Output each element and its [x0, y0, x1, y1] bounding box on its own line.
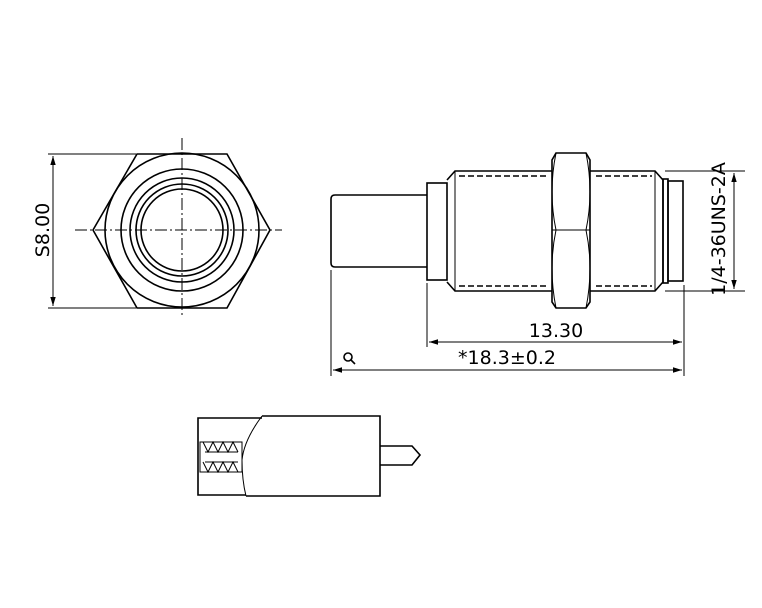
center-pin: [380, 445, 422, 466]
break-line: [241, 415, 263, 497]
housing-body: [246, 415, 381, 497]
section-view: [197, 415, 422, 497]
flange: [426, 182, 448, 281]
inspection-magnifier-icon: [343, 352, 356, 365]
overall-length-label: *18.3±0.2: [458, 347, 556, 369]
hex-outline: [92, 153, 271, 309]
side-view: 1/4-36UNS-2A 13.30 *18.3±0.2: [330, 152, 745, 376]
end-ring: [667, 180, 684, 282]
thread-spec-label: 1/4-36UNS-2A: [708, 162, 730, 296]
section-cut: [199, 441, 243, 473]
hatching: [202, 440, 239, 474]
body-length-label: 13.30: [529, 320, 583, 342]
end-view: S8.00: [32, 138, 282, 316]
across-flats-label: S8.00: [32, 203, 54, 257]
coupling-end: [197, 417, 262, 496]
threaded-body: [446, 170, 664, 292]
pin-housing: [330, 194, 427, 268]
nut-facets: [551, 152, 591, 309]
